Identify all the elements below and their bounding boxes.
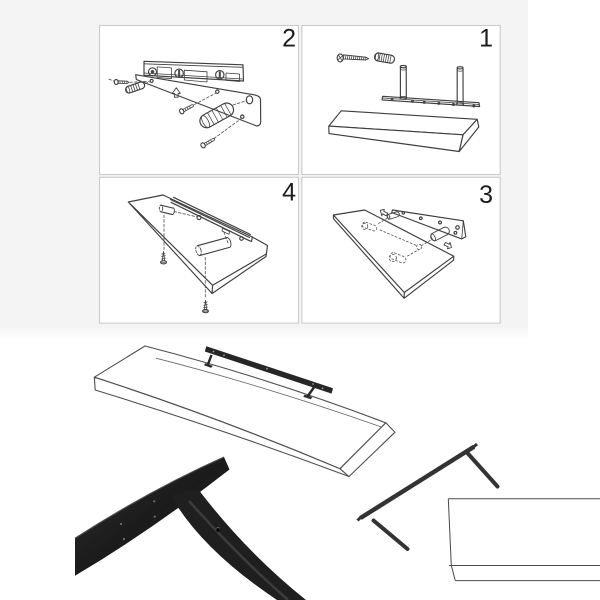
svg-text:2: 2 [282, 25, 296, 53]
svg-text:1: 1 [479, 25, 493, 53]
svg-text:4: 4 [282, 179, 296, 207]
svg-text:3: 3 [479, 181, 493, 209]
